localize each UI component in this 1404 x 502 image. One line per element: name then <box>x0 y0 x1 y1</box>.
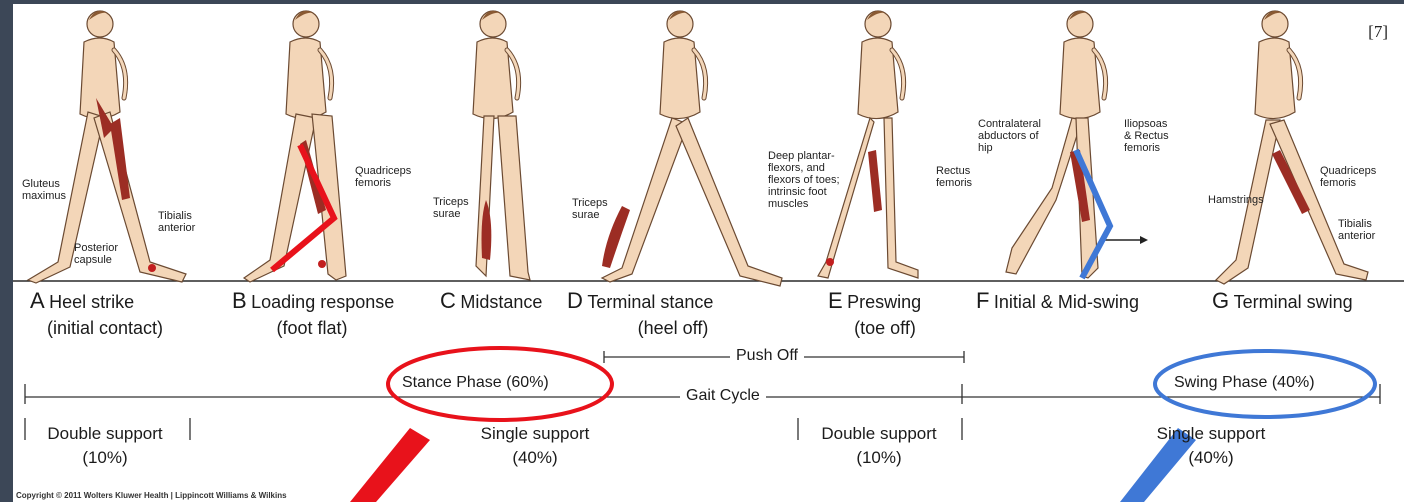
label-quadriceps-g: Quadriceps femoris <box>1320 165 1376 189</box>
label-rectus-e: Rectus femoris <box>936 165 972 189</box>
figure-terminal-swing <box>1216 11 1368 284</box>
figure-terminal-stance <box>602 11 782 286</box>
support-single-2: Single support(40%) <box>1126 422 1296 470</box>
support-single-1: Single support(40%) <box>450 422 620 470</box>
label-iliopsoas: Iliopsoas & Rectus femoris <box>1124 118 1169 154</box>
phase-a-sub: (initial contact) <box>30 318 180 339</box>
reference-number: [7] <box>1368 22 1388 42</box>
figure-loading-response <box>244 11 346 282</box>
label-posterior-capsule: Posterior capsule <box>74 242 118 266</box>
label-tibialis-anterior-g: Tibialis anterior <box>1338 218 1375 242</box>
label-triceps-c: Triceps surae <box>433 196 469 220</box>
stance-phase-label: Stance Phase (60%) <box>396 374 555 392</box>
label-hamstrings: Hamstrings <box>1208 194 1264 206</box>
phase-a: A Heel strike <box>30 288 134 314</box>
support-double-1: Double support(10%) <box>30 422 180 470</box>
figure-midstance <box>473 11 530 280</box>
gait-cycle-label: Gait Cycle <box>680 387 766 405</box>
phase-d: D Terminal stance <box>567 288 713 314</box>
label-triceps-d: Triceps surae <box>572 197 608 221</box>
label-deep-plantar: Deep plantar- flexors, and flexors of to… <box>768 150 840 210</box>
phase-f: F Initial & Mid-swing <box>976 288 1139 314</box>
copyright-text: Copyright © 2011 Wolters Kluwer Health |… <box>16 491 287 500</box>
phase-c: C Midstance <box>440 288 542 314</box>
label-gluteus-maximus: Gluteus maximus <box>22 178 66 202</box>
phase-g: G Terminal swing <box>1212 288 1353 314</box>
phase-d-sub: (heel off) <box>608 318 738 339</box>
label-tibialis-anterior-a: Tibialis anterior <box>158 210 195 234</box>
swing-phase-label: Swing Phase (40%) <box>1168 374 1321 392</box>
phase-e-sub: (toe off) <box>830 318 940 339</box>
label-quadriceps-b: Quadriceps femoris <box>355 165 411 189</box>
support-double-2: Double support(10%) <box>804 422 954 470</box>
phase-b: B Loading response <box>232 288 394 314</box>
phase-b-sub: (foot flat) <box>232 318 392 339</box>
figure-preswing <box>818 11 918 278</box>
stance-pointer-arrow <box>350 428 430 502</box>
push-off-label: Push Off <box>730 347 804 365</box>
phase-e: E Preswing <box>828 288 921 314</box>
label-contralateral: Contralateral abductors of hip <box>978 118 1041 154</box>
